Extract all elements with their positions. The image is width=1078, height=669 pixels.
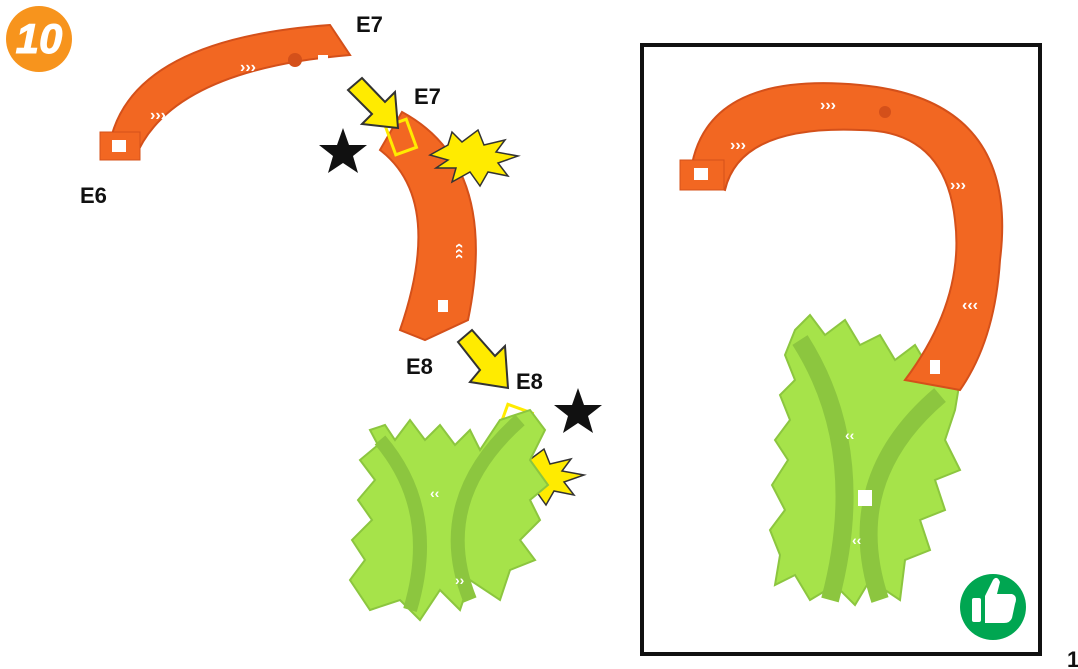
label-e8-left: E8 xyxy=(406,354,433,379)
page-number: 1 xyxy=(1067,647,1078,669)
label-e6: E6 xyxy=(80,183,107,208)
svg-text:‹‹: ‹‹ xyxy=(430,485,440,501)
svg-text:‹‹‹: ‹‹‹ xyxy=(451,243,468,259)
svg-text:›››: ››› xyxy=(240,59,256,76)
crossing-track-piece: ‹‹ ›› xyxy=(350,410,548,620)
svg-text:›››: ››› xyxy=(150,107,166,124)
svg-text:››: ›› xyxy=(455,572,465,588)
star-icon xyxy=(319,128,367,173)
thumbs-up-icon xyxy=(960,574,1026,640)
track-piece-e6-e7: ››› ››› xyxy=(100,25,350,160)
star-icon xyxy=(554,388,602,433)
label-e7-mid: E7 xyxy=(414,84,441,109)
step-number: 10 xyxy=(16,15,63,62)
label-e8-right: E8 xyxy=(516,369,543,394)
arrow-icon xyxy=(348,78,398,128)
svg-text:›››: ››› xyxy=(820,97,836,114)
svg-text:›››: ››› xyxy=(730,137,746,154)
label-e7-top: E7 xyxy=(356,12,383,37)
arrow-icon xyxy=(458,330,508,388)
svg-text:‹‹: ‹‹ xyxy=(852,532,862,548)
svg-text:‹‹‹: ‹‹‹ xyxy=(962,297,978,314)
step-badge: 10 xyxy=(6,6,72,72)
svg-text:‹‹: ‹‹ xyxy=(845,427,855,443)
svg-text:›››: ››› xyxy=(950,177,966,194)
